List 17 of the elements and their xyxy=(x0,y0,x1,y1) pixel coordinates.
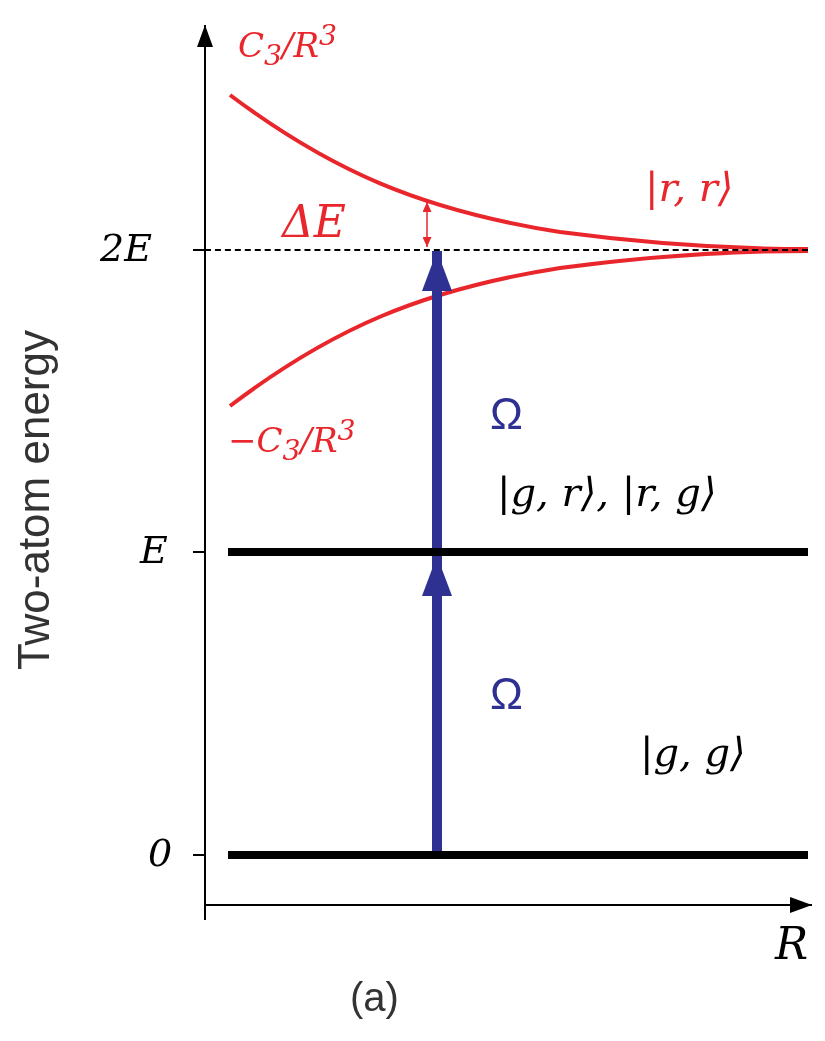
tick-label: E xyxy=(140,530,168,572)
energy-shift-label: ΔE xyxy=(282,198,346,247)
energy-level-bar xyxy=(228,548,808,556)
dashed-level-line xyxy=(205,249,808,251)
state-label: |g, r⟩, |r, g⟩ xyxy=(497,470,717,514)
tick-label: 2E xyxy=(100,228,152,270)
axis-title: Two-atom energy xyxy=(10,330,59,670)
arrow xyxy=(422,556,452,851)
tick-label: 0 xyxy=(148,833,173,875)
curve-label: −C$_{3}$/R$^{3}$ xyxy=(228,415,356,467)
axis-label: R xyxy=(775,920,809,969)
panel-label: (a) xyxy=(350,975,399,1019)
energy-level-bar xyxy=(228,851,808,859)
curve-label: C$_{3}$/R$^{3}$ xyxy=(238,20,338,72)
state-label: |g, g⟩ xyxy=(640,730,746,774)
state-label: |r, r⟩ xyxy=(645,165,734,209)
arrow xyxy=(422,251,452,548)
